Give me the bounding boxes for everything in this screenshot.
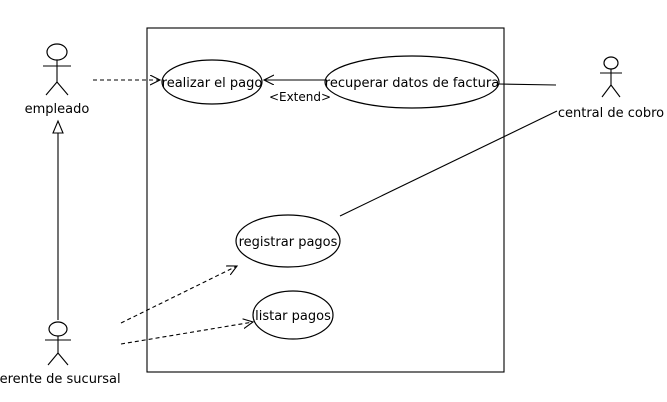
use-case-label: realizar el pago xyxy=(162,76,263,91)
actor-label-empleado: empleado xyxy=(25,102,90,117)
actor-label-central: central de cobro xyxy=(558,106,664,121)
actor-gerente-de-sucursal: gerente de sucursal xyxy=(0,321,121,387)
association-gerente-registrar-pagos xyxy=(120,266,237,324)
use-case-realizar-el-pago: realizar el pago xyxy=(161,59,263,105)
use-case-registrar-pagos: registrar pagos xyxy=(235,214,341,268)
extend-relation: <Extend> xyxy=(264,80,331,104)
association-gerente-listar-pagos xyxy=(120,322,253,345)
actor-empleado: empleado xyxy=(25,43,90,117)
use-case-listar-pagos: listar pagos xyxy=(252,290,334,340)
system-boundary xyxy=(146,27,505,373)
actor-head-icon xyxy=(46,43,68,61)
actor-label-gerente: gerente de sucursal xyxy=(0,372,121,387)
use-case-label: registrar pagos xyxy=(239,235,338,250)
actor-head-icon xyxy=(603,56,619,70)
actor-central-de-cobro: central de cobro xyxy=(558,56,664,121)
use-case-label: recuperar datos de factura xyxy=(325,76,499,91)
generalization-gerente-empleado xyxy=(52,119,64,320)
association-central-recuperar-datos xyxy=(498,83,557,86)
use-case-recuperar-datos-de-factura: recuperar datos de factura xyxy=(324,55,500,109)
association-central-registrar-pagos xyxy=(339,110,558,217)
actor-head-icon xyxy=(48,321,68,337)
use-case-label: listar pagos xyxy=(255,309,331,324)
extend-label: <Extend> xyxy=(269,90,331,104)
